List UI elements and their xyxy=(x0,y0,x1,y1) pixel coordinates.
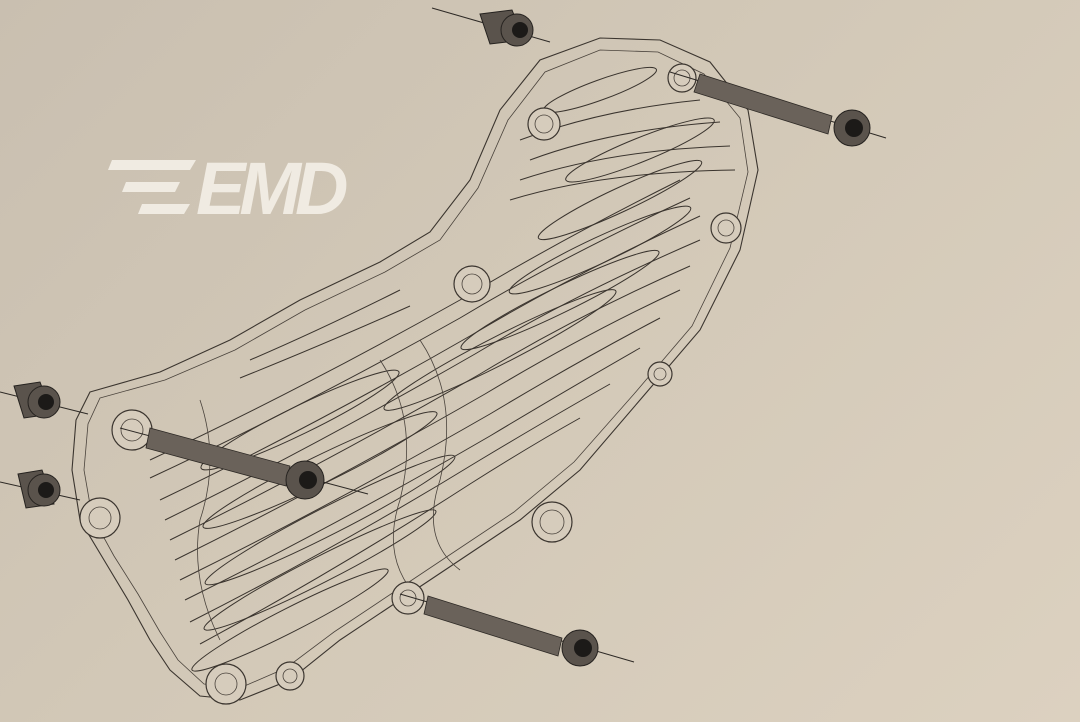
bolt-left xyxy=(119,427,369,500)
engine-cover xyxy=(71,37,759,705)
logo-text: EMD xyxy=(196,147,347,230)
spacer-left-upper xyxy=(0,381,89,419)
bolt-bottom xyxy=(399,593,635,667)
mounting-bosses xyxy=(79,63,742,705)
spacer-top xyxy=(431,7,551,47)
bolt-top-right xyxy=(669,71,887,147)
brand-logo: EMD xyxy=(108,147,353,230)
cooling-fins xyxy=(149,66,736,672)
spacer-left-lower xyxy=(0,469,81,509)
